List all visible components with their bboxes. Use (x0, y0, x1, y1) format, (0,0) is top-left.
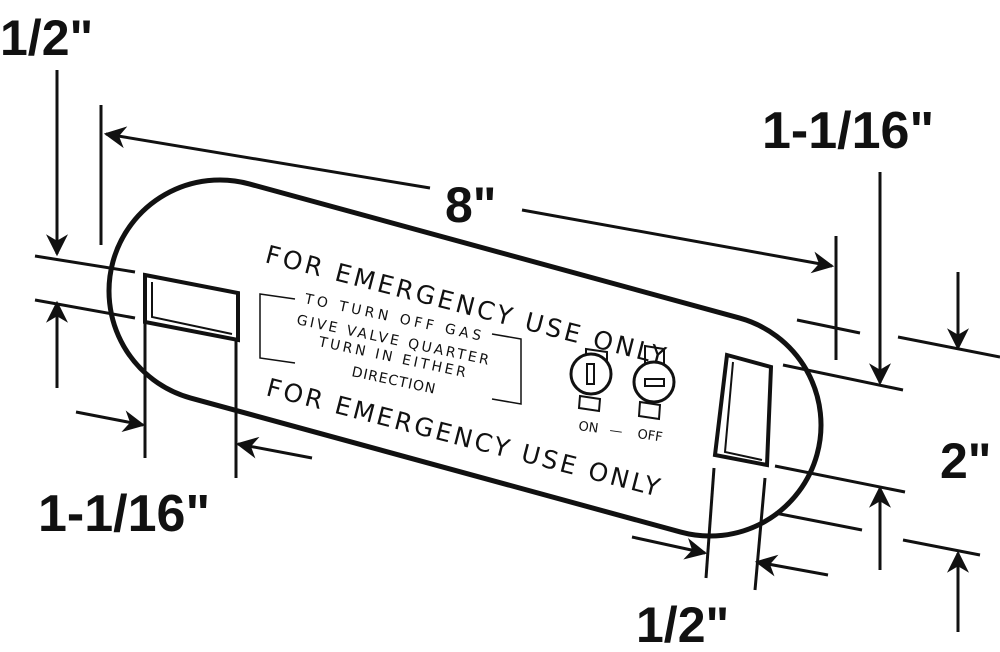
valve-on-icon (569, 347, 613, 413)
bottom-left-arrow-in-right (235, 436, 313, 460)
length-arrow-right (521, 208, 835, 274)
valve-dash-label: — (608, 423, 623, 440)
bottom-left-slot-label: 1-1/16" (38, 485, 210, 543)
plate-outline (106, 177, 824, 539)
top-right-slot-dimension: 1-1/16" (762, 102, 934, 392)
overall-length-dimension: 8" (99, 105, 838, 360)
bottom-right-ext-left (704, 467, 716, 579)
bottom-left-arrow-in-left (75, 410, 146, 433)
instruction-box-left (259, 293, 296, 364)
right-height-dimension: 2" (774, 272, 1000, 632)
top-left-ext-upper (34, 254, 136, 274)
overall-length-label: 8" (445, 177, 497, 233)
right-slot (712, 352, 774, 468)
bottom-left-slot-dimension: 1-1/16" (38, 322, 313, 543)
right-ext-bottom (774, 511, 863, 532)
top-right-slot-label: 1-1/16" (762, 102, 934, 160)
wrench-plate (106, 177, 824, 539)
right-ext-lowest (902, 538, 981, 557)
left-slot (143, 272, 240, 343)
instruction-box-right (491, 333, 522, 405)
valve-off-label: OFF (636, 427, 663, 445)
valve-off-icon (632, 344, 676, 421)
right-ext-top (897, 335, 1000, 359)
bottom-right-arrow-in-right (754, 554, 829, 577)
top-right-ext-lower (782, 363, 904, 392)
bottom-right-half-label: 1/2" (636, 597, 729, 652)
length-arrow-left (103, 126, 431, 190)
valve-on-label: ON (577, 419, 599, 437)
right-height-label: 2" (940, 433, 992, 489)
bottom-right-half-dimension: 1/2" (631, 467, 829, 652)
bottom-right-arrow-in-left (631, 535, 708, 560)
top-left-thickness-dimension: 1/2" (0, 10, 136, 388)
top-right-ext-upper (796, 318, 861, 335)
top-left-half-label: 1/2" (0, 10, 93, 66)
